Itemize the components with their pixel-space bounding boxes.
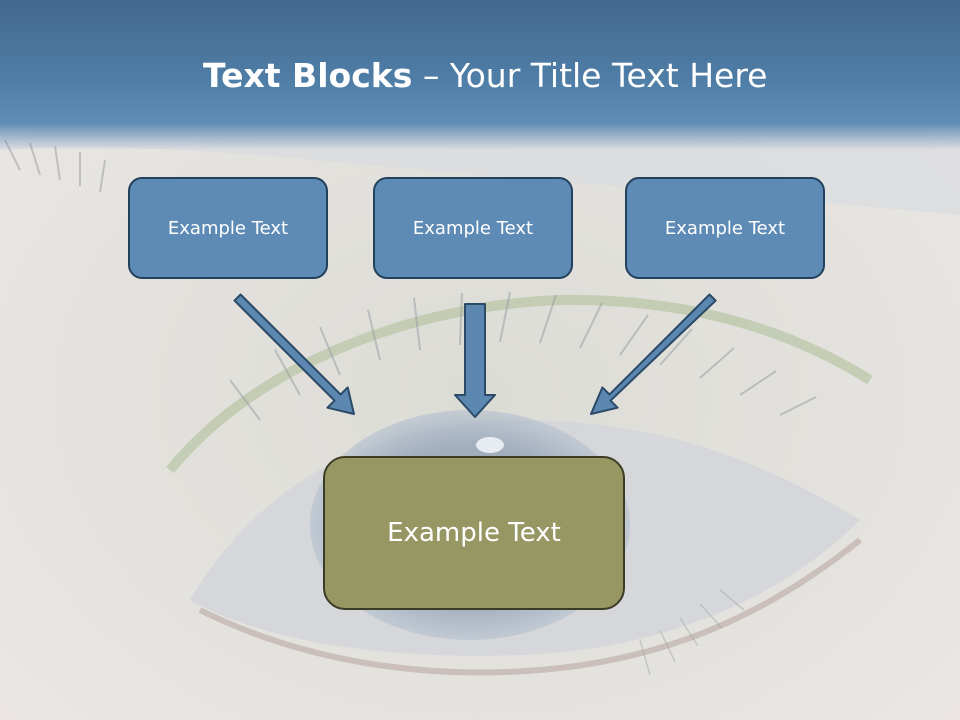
title-dash: –	[412, 56, 450, 95]
text-block-3[interactable]: Example Text	[625, 177, 825, 279]
arrow-center	[454, 303, 496, 418]
arrow-right	[590, 293, 717, 415]
title-bar	[0, 0, 960, 150]
title-rest-text: Your Title Text Here	[449, 56, 768, 95]
text-block-2[interactable]: Example Text	[373, 177, 573, 279]
result-block[interactable]: Example Text	[323, 456, 625, 610]
slide-title: Text Blocks – Your Title Text Here	[203, 54, 767, 98]
arrow-left	[233, 293, 355, 415]
text-block-1[interactable]: Example Text	[128, 177, 328, 279]
title-bold-text: Text Blocks	[203, 56, 413, 95]
